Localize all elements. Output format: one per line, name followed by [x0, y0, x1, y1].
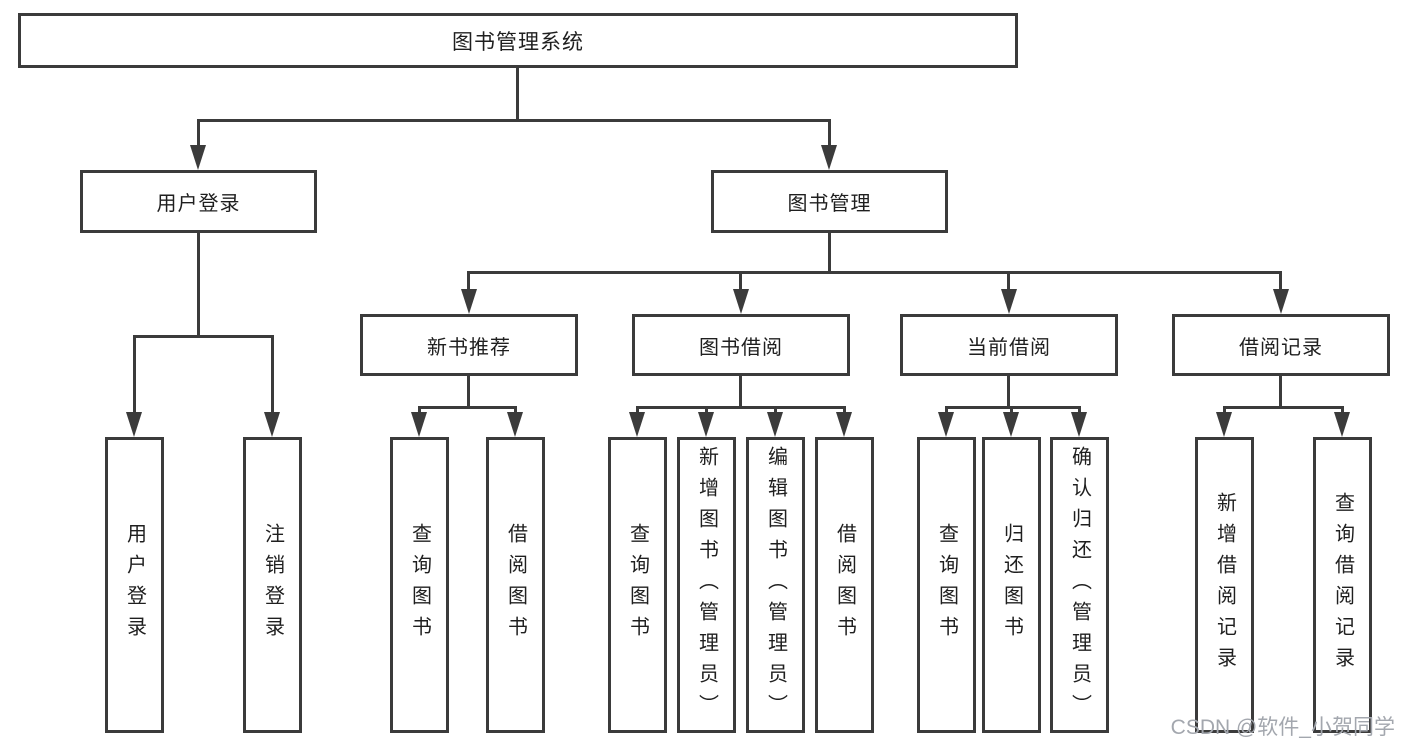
connector-line [828, 119, 831, 147]
leaf-return-books-label: 归还图书 [1000, 523, 1023, 647]
node-user-login-label: 用户登录 [156, 193, 241, 215]
connector-arrow-icon [938, 412, 954, 437]
node-new-book-recommendation-label: 新书推荐 [427, 336, 511, 359]
connector-arrow-icon [1273, 289, 1289, 314]
connector-arrow-icon [1216, 412, 1232, 437]
leaf-logout-label: 注销登录 [261, 523, 284, 647]
connector-line [828, 233, 831, 274]
leaf-borrow-books-recommend: 借阅图书 [486, 437, 545, 733]
node-user-login: 用户登录 [80, 170, 317, 233]
connector-line [945, 406, 1081, 409]
leaf-query-borrow-record: 查询借阅记录 [1313, 437, 1372, 733]
leaf-logout: 注销登录 [243, 437, 302, 733]
connector-line [133, 335, 136, 413]
connector-line [516, 68, 519, 122]
leaf-confirm-return-admin: 确认归还（管理员） [1050, 437, 1109, 733]
connector-arrow-icon [461, 289, 477, 314]
connector-arrow-icon [629, 412, 645, 437]
leaf-query-books-borrowing: 查询图书 [608, 437, 667, 733]
connector-arrow-icon [126, 412, 142, 437]
node-borrowing-records-label: 借阅记录 [1239, 336, 1323, 359]
connector-line [514, 406, 517, 414]
connector-line [1279, 271, 1282, 290]
connector-arrow-icon [264, 412, 280, 437]
connector-line [1007, 271, 1010, 290]
connector-arrow-icon [1001, 289, 1017, 314]
connector-line [467, 271, 1281, 274]
connector-arrow-icon [821, 145, 837, 170]
connector-line [197, 119, 200, 147]
connector-line [1279, 376, 1282, 409]
leaf-confirm-return-admin-label: 确认归还（管理员） [1068, 445, 1091, 725]
connector-line [705, 406, 708, 414]
connector-line [133, 335, 274, 338]
connector-arrow-icon [190, 145, 206, 170]
connector-line [467, 376, 470, 409]
leaf-query-borrow-record-label: 查询借阅记录 [1331, 492, 1354, 678]
connector-line [1223, 406, 1344, 409]
node-book-management-label: 图书管理 [787, 193, 872, 215]
node-current-borrowing: 当前借阅 [900, 314, 1118, 376]
connector-line [1223, 406, 1226, 414]
leaf-edit-books-admin-label: 编辑图书（管理员） [764, 445, 787, 725]
leaf-query-books-recommend-label: 查询图书 [408, 523, 431, 647]
leaf-borrow-books-recommend-label: 借阅图书 [504, 523, 527, 647]
connector-line [945, 406, 948, 414]
connector-arrow-icon [1003, 412, 1019, 437]
connector-arrow-icon [767, 412, 783, 437]
leaf-borrow-books-label: 借阅图书 [833, 523, 856, 647]
connector-arrow-icon [507, 412, 523, 437]
node-library-system: 图书管理系统 [18, 13, 1018, 68]
node-current-borrowing-label: 当前借阅 [967, 336, 1051, 359]
leaf-query-books-current: 查询图书 [917, 437, 976, 733]
connector-line [636, 406, 639, 414]
leaf-return-books: 归还图书 [982, 437, 1041, 733]
leaf-query-books-recommend: 查询图书 [390, 437, 449, 733]
connector-line [418, 406, 421, 414]
connector-line [1341, 406, 1344, 414]
node-library-system-label: 图书管理系统 [452, 30, 584, 54]
connector-line [271, 335, 274, 413]
node-new-book-recommendation: 新书推荐 [360, 314, 578, 376]
connector-line [418, 406, 517, 409]
connector-line [197, 119, 831, 122]
connector-line [197, 233, 200, 338]
connector-arrow-icon [1071, 412, 1087, 437]
connector-line [774, 406, 777, 414]
connector-line [1007, 376, 1010, 409]
node-borrowing-records: 借阅记录 [1172, 314, 1390, 376]
connector-line [739, 271, 742, 290]
leaf-query-books-borrowing-label: 查询图书 [626, 523, 649, 647]
node-book-management: 图书管理 [711, 170, 948, 233]
leaf-edit-books-admin: 编辑图书（管理员） [746, 437, 805, 733]
csdn-watermark: CSDN @软件_小贺同学 [1170, 716, 1395, 739]
connector-arrow-icon [836, 412, 852, 437]
leaf-user-login-label: 用户登录 [123, 523, 146, 647]
connector-line [1010, 406, 1013, 414]
connector-line [636, 406, 846, 409]
connector-arrow-icon [733, 289, 749, 314]
leaf-add-borrow-record: 新增借阅记录 [1195, 437, 1254, 733]
leaf-borrow-books: 借阅图书 [815, 437, 874, 733]
leaf-add-books-admin: 新增图书（管理员） [677, 437, 736, 733]
leaf-user-login: 用户登录 [105, 437, 164, 733]
connector-line [467, 271, 470, 290]
connector-line [843, 406, 846, 414]
leaf-add-borrow-record-label: 新增借阅记录 [1213, 492, 1236, 678]
leaf-query-books-current-label: 查询图书 [935, 523, 958, 647]
leaf-add-books-admin-label: 新增图书（管理员） [695, 445, 718, 725]
node-book-borrowing-label: 图书借阅 [699, 336, 783, 359]
connector-arrow-icon [698, 412, 714, 437]
connector-line [1078, 406, 1081, 414]
connector-arrow-icon [1334, 412, 1350, 437]
connector-line [739, 376, 742, 409]
node-book-borrowing: 图书借阅 [632, 314, 850, 376]
connector-arrow-icon [411, 412, 427, 437]
